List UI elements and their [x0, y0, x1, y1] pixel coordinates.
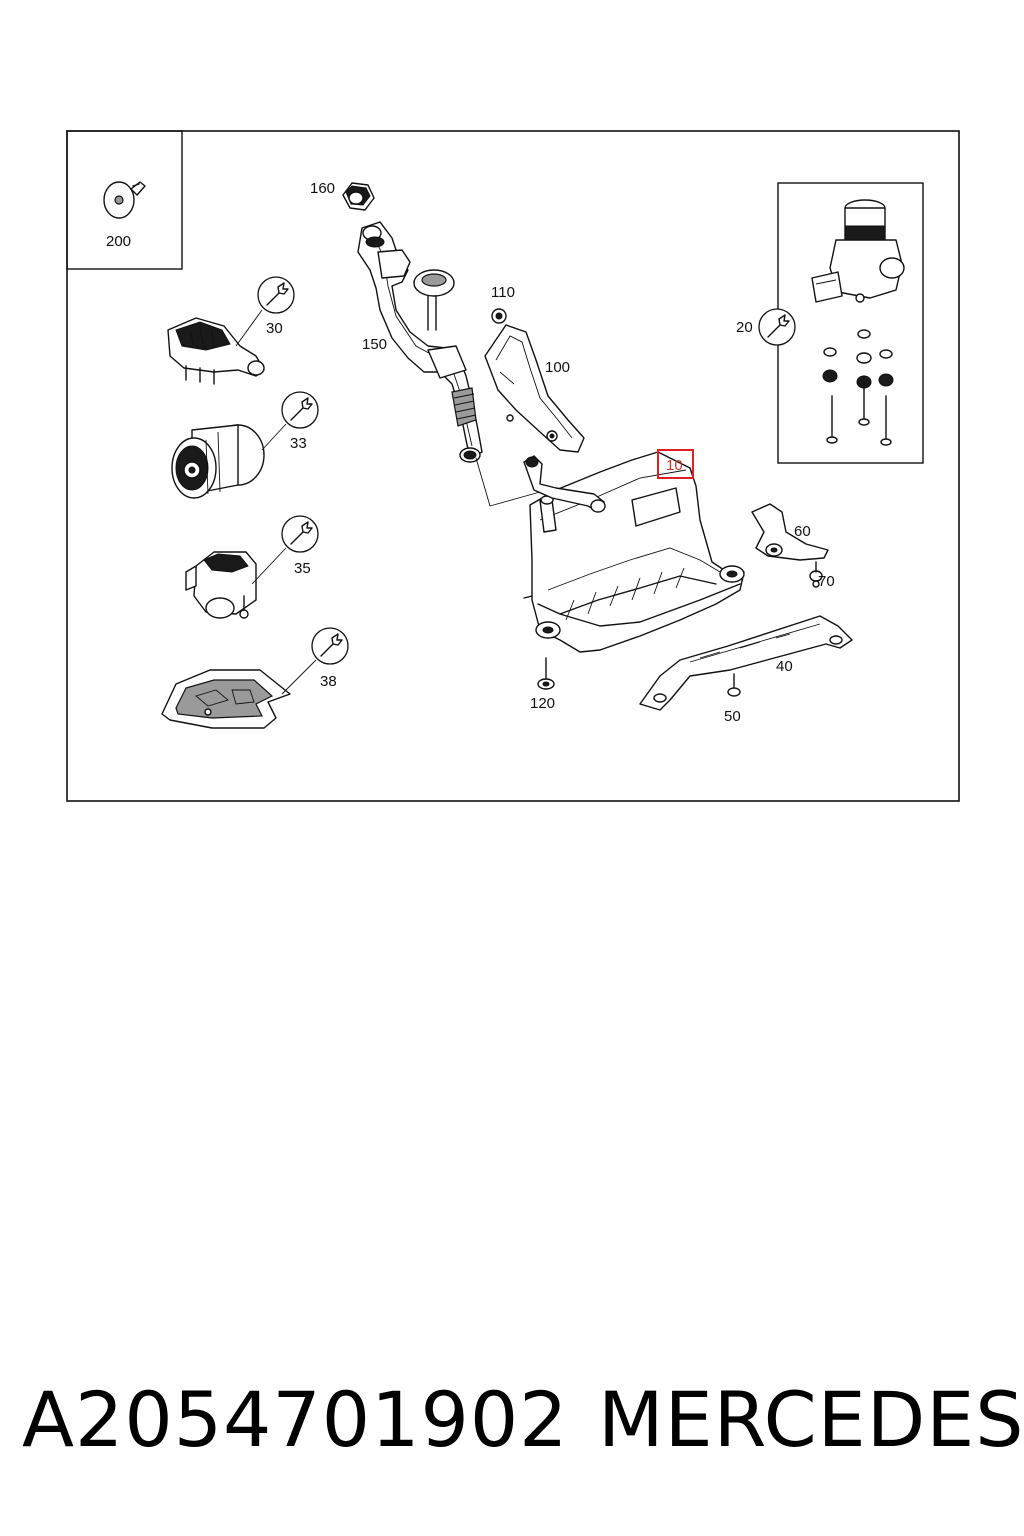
part-30-component — [167, 317, 265, 385]
part-35-actuator — [185, 551, 257, 619]
callout-150: 150 — [362, 336, 387, 353]
callout-20: 20 — [736, 319, 753, 336]
leader-150-to-10 — [475, 457, 541, 507]
diagram-frame — [66, 130, 960, 802]
callout-10-highlight-box — [657, 449, 694, 479]
part-60-bracket — [751, 503, 829, 561]
callout-100: 100 — [545, 359, 570, 376]
callout-35: 35 — [294, 560, 311, 577]
part-110-washer — [491, 308, 507, 324]
part-20-pump-assembly — [811, 199, 905, 303]
wrench-icon — [311, 627, 349, 665]
callout-38: 38 — [320, 673, 337, 690]
callout-110: 110 — [491, 284, 515, 301]
wrench-icon — [281, 391, 319, 429]
part-200-screw — [103, 181, 146, 219]
brand-name: MERCEDES — [598, 1375, 1024, 1464]
leader-35 — [251, 547, 287, 585]
wrench-icon — [758, 308, 796, 346]
callout-70: 70 — [818, 573, 835, 590]
part-150-hose — [357, 221, 483, 463]
inset-box-200 — [66, 130, 183, 270]
part-40-strap — [639, 615, 853, 711]
part-20-fasteners — [822, 329, 894, 446]
footer: A2054701902 MERCEDES — [0, 1372, 1024, 1472]
callout-10: 10 — [666, 457, 683, 474]
callout-200: 200 — [106, 233, 131, 250]
callout-30: 30 — [266, 320, 283, 337]
part-120-bolt — [537, 657, 555, 690]
callout-60: 60 — [794, 523, 811, 540]
callout-33: 33 — [290, 435, 307, 452]
part-38-gasket — [161, 669, 291, 729]
part-100-bracket — [484, 324, 585, 453]
part-50-bolt — [727, 673, 741, 697]
leader-38 — [281, 659, 317, 695]
wrench-icon — [257, 276, 295, 314]
part-10-reservoir — [523, 451, 745, 653]
part-number: A2054701902 — [22, 1375, 569, 1464]
callout-120: 120 — [530, 695, 555, 712]
leader-33 — [261, 423, 287, 451]
callout-160: 160 — [310, 180, 335, 197]
wrench-icon — [281, 515, 319, 553]
parts-diagram: 200 160 150 110 100 — [66, 130, 960, 802]
leader-30 — [235, 309, 263, 347]
part-70-bolt — [809, 561, 823, 588]
callout-40: 40 — [776, 658, 793, 675]
part-160-cap — [342, 182, 375, 211]
part-33-pump — [171, 424, 265, 499]
part-10-connector-hose — [523, 455, 606, 513]
callout-50: 50 — [724, 708, 741, 725]
